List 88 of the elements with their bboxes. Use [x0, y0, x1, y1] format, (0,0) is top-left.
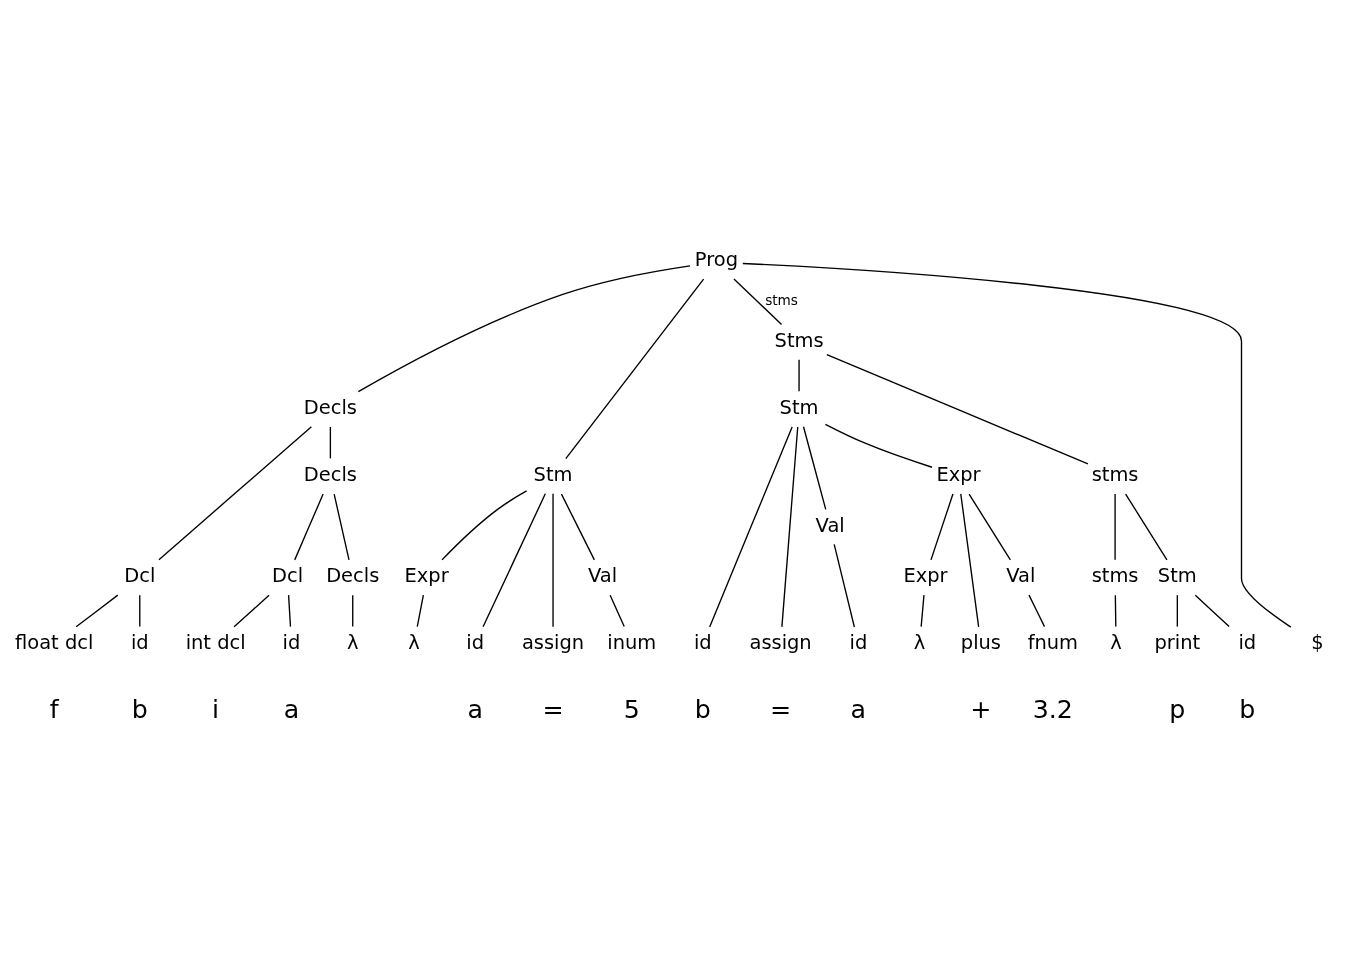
- node-text: λ: [913, 630, 926, 654]
- label: p: [1169, 694, 1186, 724]
- node-text: fnum: [1027, 630, 1079, 654]
- label: a: [850, 694, 867, 724]
- edge-label: stms: [765, 291, 798, 308]
- node-text: λ: [346, 630, 359, 654]
- connector: [781, 425, 799, 628]
- node-text: id: [693, 630, 712, 654]
- node-text: Val: [815, 513, 845, 537]
- label: i: [212, 694, 220, 724]
- connector: [329, 425, 332, 459]
- connector: [930, 492, 954, 561]
- node-text: Prog: [694, 247, 738, 271]
- node-text: assign: [521, 630, 585, 654]
- node-text: float dcl: [15, 630, 94, 654]
- node-text: inum: [607, 630, 657, 654]
- node-text: stms: [1091, 462, 1139, 486]
- node-text: Dcl: [272, 563, 304, 587]
- node-text: Expr: [936, 462, 981, 486]
- node-text: id: [1238, 630, 1257, 654]
- connector: [824, 423, 933, 468]
- connector: [1194, 594, 1230, 627]
- label: f: [49, 694, 59, 724]
- node-text: Val: [1006, 563, 1036, 587]
- connector: [802, 425, 827, 510]
- connector: [233, 594, 270, 627]
- connector: [833, 543, 855, 628]
- label: b: [1239, 694, 1256, 724]
- label: =: [542, 694, 564, 724]
- label: 3.2: [1032, 694, 1073, 724]
- connector: [352, 594, 354, 627]
- connector: [416, 594, 425, 627]
- node-text: print: [1154, 630, 1201, 654]
- connector: [1114, 492, 1116, 561]
- node-text: Decls: [326, 563, 380, 587]
- connector: [287, 594, 292, 627]
- connector: [441, 489, 528, 561]
- label: a: [467, 694, 483, 724]
- connector: [565, 277, 705, 459]
- node-text: Decls: [303, 462, 357, 486]
- node-text: Dcl: [124, 563, 156, 587]
- node-text: Val: [588, 563, 618, 587]
- connector: [139, 594, 141, 627]
- connector: [826, 353, 1089, 465]
- connector: [482, 492, 546, 627]
- connector: [920, 594, 925, 627]
- connector: [294, 492, 324, 561]
- node-text: id: [282, 630, 301, 654]
- connector: [1114, 594, 1117, 627]
- node-text: Expr: [404, 563, 449, 587]
- node-text: Stms: [774, 328, 824, 352]
- connector: [733, 277, 783, 325]
- node-text: id: [130, 630, 149, 654]
- connector: [968, 492, 1012, 561]
- connector: [609, 594, 625, 627]
- label: +: [970, 694, 992, 724]
- node-text: Stm: [533, 462, 573, 486]
- node-text: assign: [749, 630, 812, 654]
- label: a: [283, 694, 300, 724]
- node-text: Stm: [779, 395, 819, 419]
- connector: [960, 492, 980, 627]
- node-text: int dcl: [185, 630, 246, 654]
- node-text: id: [849, 630, 868, 654]
- node-text: stms: [1091, 563, 1139, 587]
- label: b: [694, 694, 711, 724]
- connector: [333, 492, 350, 561]
- node-text: plus: [960, 630, 1001, 654]
- connector: [357, 264, 691, 392]
- connector: [798, 358, 800, 392]
- label: b: [131, 694, 148, 724]
- node-text: λ: [408, 630, 420, 654]
- node-text: Expr: [903, 563, 948, 587]
- label: 5: [623, 694, 640, 724]
- connector: [1124, 492, 1168, 561]
- connector: [1176, 594, 1178, 627]
- node-text: id: [466, 630, 485, 654]
- connector: [158, 425, 313, 560]
- connector: [1028, 594, 1046, 627]
- node-text: Stm: [1157, 563, 1197, 587]
- connector: [552, 492, 554, 627]
- connector: [560, 492, 596, 561]
- node-text: λ: [1110, 630, 1122, 654]
- connector: [75, 594, 119, 627]
- node-text: $: [1311, 630, 1324, 654]
- node-text: Decls: [303, 395, 357, 419]
- connector: [742, 262, 1292, 628]
- connector: [709, 425, 793, 628]
- label: =: [770, 694, 792, 724]
